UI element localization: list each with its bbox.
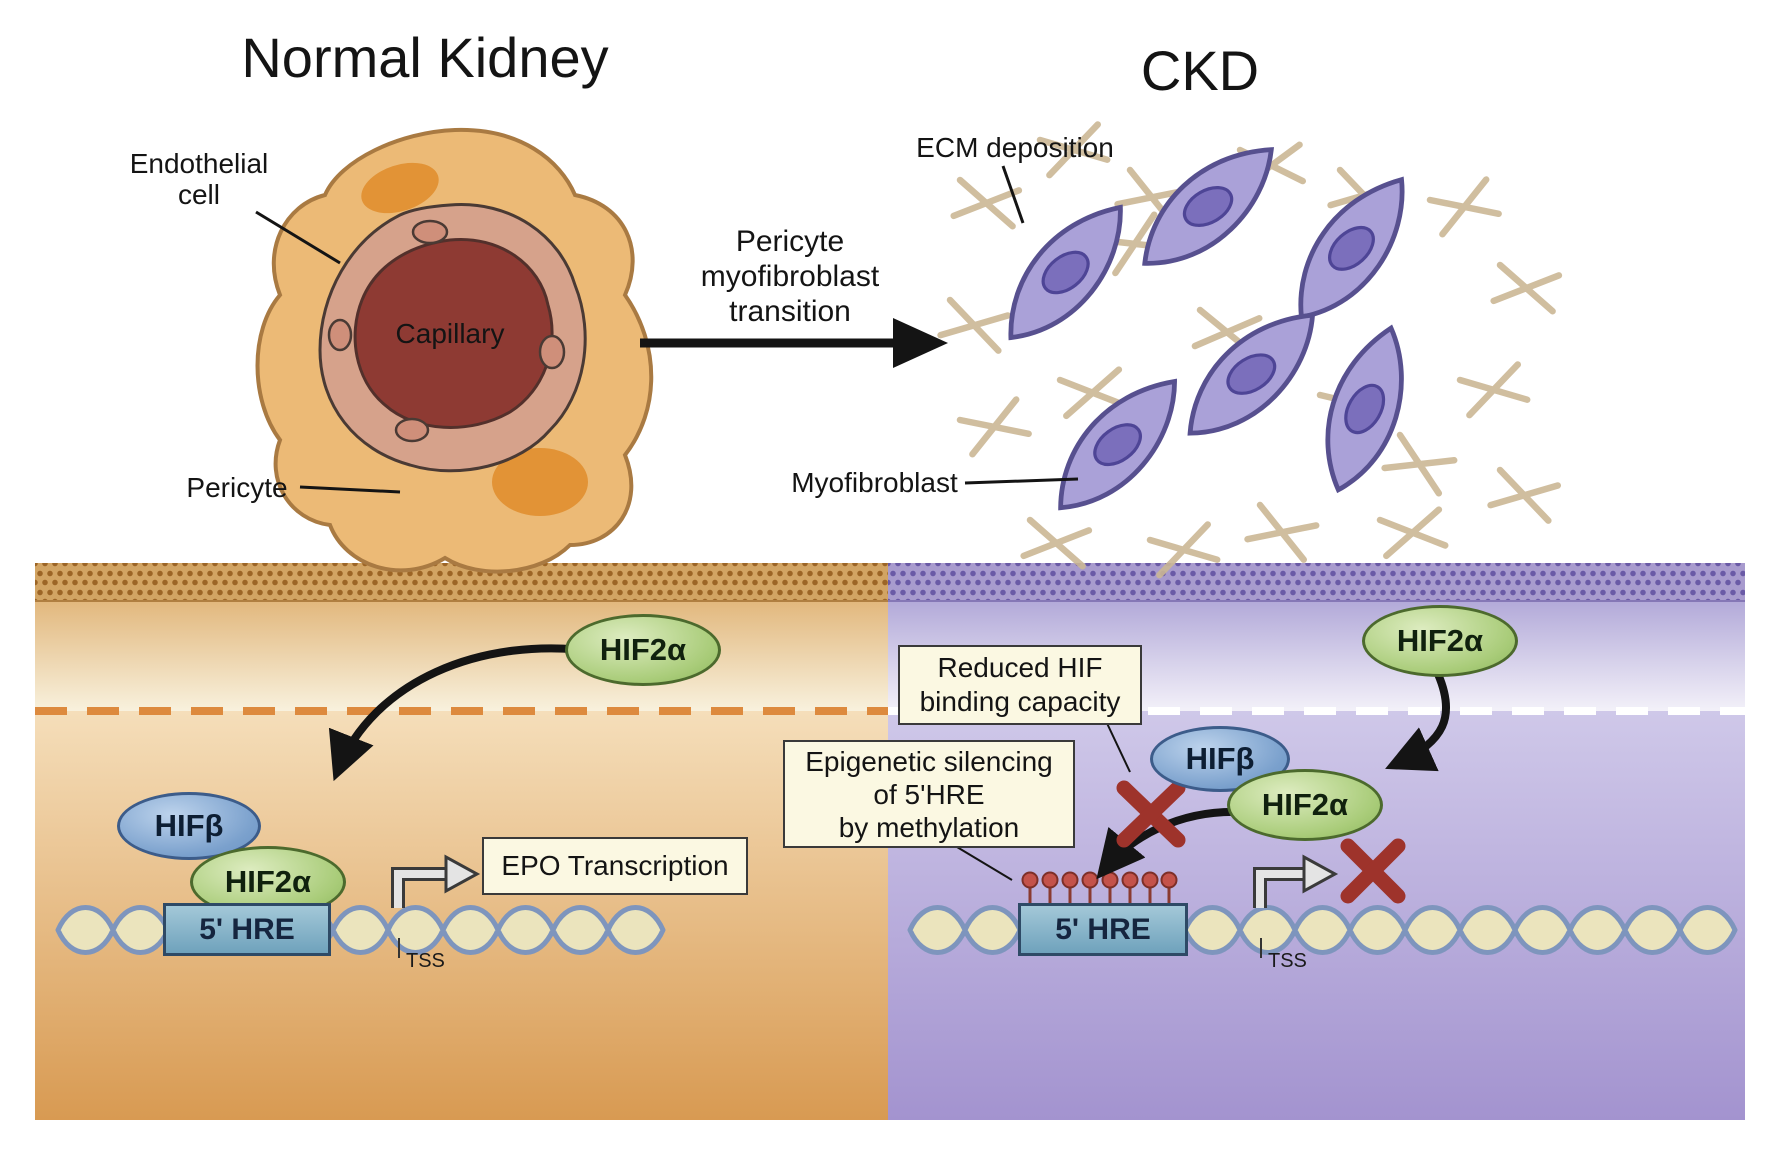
nuclear-envelope-ckd <box>888 707 1745 715</box>
dna-helix-normal <box>55 905 666 955</box>
epigenetic-silencing-note: Epigenetic silencing of 5'HRE by methyla… <box>783 740 1075 848</box>
blocked-binding-x <box>1116 780 1186 848</box>
tss-label-normal: TSS <box>406 950 445 972</box>
transition-label: Pericyte myofibroblast transition <box>700 225 880 328</box>
ecm-deposition-label: ECM deposition <box>916 132 1114 163</box>
reduced-hif-note: Reduced HIF binding capacity <box>898 645 1142 725</box>
ckd-illustration <box>941 125 1559 576</box>
hre-box-ckd: 5' HRE <box>1018 903 1188 956</box>
transcription-start-arrow-ckd <box>1253 854 1339 908</box>
myofibroblast-label: Myofibroblast <box>791 467 958 498</box>
nuclear-envelope-normal <box>35 707 888 715</box>
capillary-label: Capillary <box>395 318 505 349</box>
hif2a-bound-ckd: HIF2α <box>1227 769 1383 841</box>
epo-transcription-box: EPO Transcription <box>482 837 748 895</box>
ckd-title: CKD <box>1140 39 1260 102</box>
hif-translocation-arrow-ckd <box>1385 672 1450 772</box>
reduced-note-pointer-line <box>1104 718 1131 773</box>
pericyte-pointer-line <box>299 485 401 494</box>
capillary-illustration <box>255 127 654 574</box>
cytoplasm-normal <box>35 602 888 711</box>
myofibroblast-pointer-line <box>964 477 1079 485</box>
hifb-normal: HIFβ <box>117 792 261 860</box>
normal-kidney-title: Normal Kidney <box>241 26 609 89</box>
transition-arrow <box>640 318 948 368</box>
endothelial-cell-label: Endothelial cell <box>129 148 269 210</box>
epigenetic-note-pointer-line <box>951 843 1013 881</box>
myofibroblast-cells <box>980 136 1437 522</box>
tss-label-ckd: TSS <box>1268 950 1307 972</box>
cell-membrane-normal <box>35 563 888 602</box>
endothelial-pointer-line <box>255 210 341 265</box>
hre-box-normal: 5' HRE <box>163 903 331 956</box>
pericyte-label: Pericyte <box>186 472 288 503</box>
cell-membrane-ckd <box>888 563 1745 602</box>
hif-translocation-arrow-normal <box>328 644 601 782</box>
ecm-pointer-line <box>1001 165 1025 224</box>
methylation-marks <box>1021 871 1178 903</box>
hif2a-free-normal: HIF2α <box>565 614 721 686</box>
blocked-transcription-x <box>1340 838 1406 904</box>
hif2a-free-ckd: HIF2α <box>1362 605 1518 677</box>
transcription-start-arrow-normal <box>391 854 481 908</box>
